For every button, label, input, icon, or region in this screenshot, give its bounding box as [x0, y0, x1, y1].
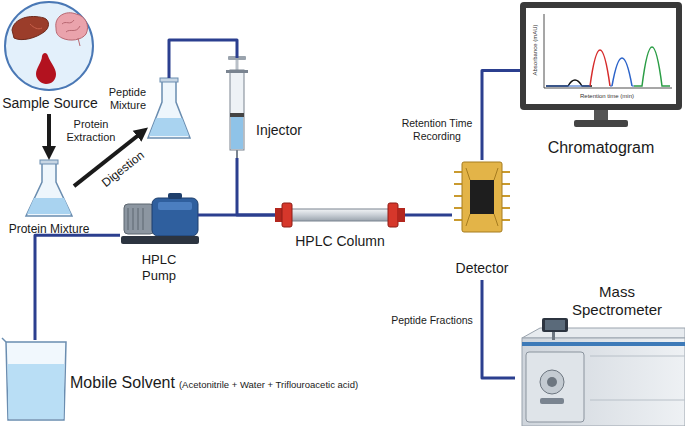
node-label: Chromatogram — [520, 138, 682, 157]
node-label: Injector — [256, 122, 326, 139]
tubing-line — [198, 213, 275, 216]
tubing-line — [35, 235, 120, 340]
node-label: Protein Mixture — [4, 222, 94, 236]
edge-label: Digestion — [97, 147, 148, 192]
tubing-line — [405, 214, 452, 217]
node-label: Detector — [442, 260, 522, 277]
edge-label: Protein Extraction — [60, 118, 122, 144]
column-node: HPLC Column — [275, 203, 405, 227]
detector-node: Detector — [452, 160, 512, 280]
instrument-node: Mass Spectrometer — [515, 325, 683, 426]
flask — [26, 160, 72, 216]
node-label: Mass Spectrometer — [559, 283, 675, 319]
tubing-line — [237, 158, 275, 215]
node-label: HPLC Pump — [132, 252, 186, 283]
monitor-node: Chromatogram — [520, 2, 682, 128]
tubing-line — [482, 280, 515, 378]
node-label: Mobile Solvent — [70, 373, 175, 392]
detector-chip — [454, 162, 510, 232]
axis-label: Retention time (min) — [580, 93, 634, 100]
beaker-node: Mobile Solvent(Acetonitrile + Water + Tr… — [4, 340, 66, 422]
edge-label: Peptide Fractions — [386, 314, 478, 327]
sample-source-figure — [5, 2, 93, 90]
sample-source: Sample Source — [0, 0, 100, 114]
injector-node: Injector — [226, 58, 248, 158]
flask — [148, 78, 190, 138]
tubing-line — [169, 40, 237, 78]
monitor — [520, 2, 682, 127]
node-label: HPLC Column — [275, 233, 405, 250]
label-row: Mobile Solvent (Acetonitrile + Water + Tr… — [70, 373, 358, 392]
flask-node: Protein Mixture — [24, 160, 74, 218]
node-label: Sample Source — [0, 95, 100, 112]
node-sublabel: (Acetonitrile + Water + Triflouroacetic … — [179, 379, 358, 390]
column — [275, 203, 405, 227]
flask-node: Peptide Mixture — [148, 78, 190, 140]
edge-label: Retention Time Recording — [398, 117, 476, 142]
beaker — [2, 338, 66, 420]
mass-spectrometer — [522, 318, 685, 426]
axis-label: Absorbance (mAU) — [532, 24, 539, 75]
pump — [121, 193, 199, 244]
syringe — [226, 56, 248, 158]
flow-arrow — [47, 114, 51, 150]
node-label: Peptide Mixture — [100, 86, 146, 112]
tubing-line — [482, 71, 520, 161]
pump-node: HPLC Pump — [120, 192, 198, 244]
